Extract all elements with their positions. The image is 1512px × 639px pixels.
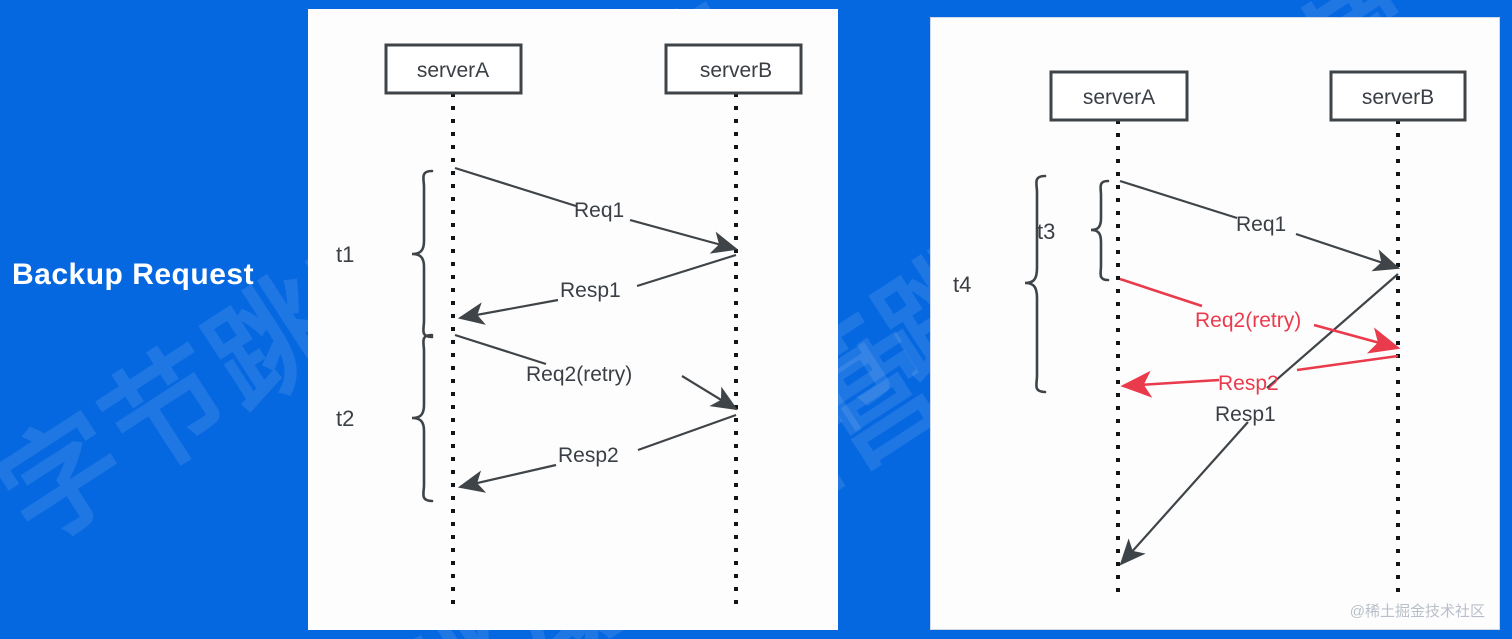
message-resp1: Resp1 [457,253,737,325]
message-label-resp1: Resp1 [560,279,621,302]
message-label-resp1: Resp1 [1215,403,1276,426]
bracket-label-t4: t4 [953,272,971,297]
participant-box-serverB[interactable] [664,43,803,95]
message-resp2: Resp2 [1120,354,1399,398]
credit-watermark: @稀土掘金技术社区 [1349,603,1485,620]
participant-label-serverA: serverA [417,59,489,82]
diagram-panel-with-backup-request: serverA serverB t4 t3 Req1 Resp1 [930,17,1500,630]
message-resp2: Resp2 [457,413,737,493]
bracket-t2: t2 [336,333,434,503]
sequence-diagram-right: serverA serverB t4 t3 Req1 Resp1 [953,70,1467,596]
message-label-req2-retry: Req2(retry) [526,363,632,386]
bracket-t3: t3 [1037,179,1110,282]
participant-box-serverA[interactable] [384,43,523,95]
bracket-label-t1: t1 [336,242,354,267]
message-req2-retry: Req2(retry) [454,333,738,411]
participant-box-serverB[interactable] [1329,70,1467,122]
message-label-req2-retry: Req2(retry) [1195,309,1301,332]
message-label-req1: Req1 [1236,213,1286,236]
sequence-diagram-left: serverA serverB t1 t2 Req1 Resp1 [336,43,803,609]
participant-label-serverB: serverB [1362,86,1434,109]
message-req1: Req1 [454,166,739,254]
message-label-req1: Req1 [574,199,624,222]
bracket-t4: t4 [953,174,1047,394]
message-label-resp2: Resp2 [1218,372,1279,395]
message-req2-retry: Req2(retry) [1119,277,1401,354]
participant-label-serverB: serverB [700,59,772,82]
bracket-t1: t1 [336,169,434,339]
message-req1: Req1 [1119,179,1401,272]
bracket-label-t3: t3 [1037,219,1055,244]
page-title: Backup Request [12,258,255,291]
diagram-panel-without-backup-request: serverA serverB t1 t2 Req1 Resp1 [308,9,838,630]
participant-label-serverA: serverA [1083,86,1155,109]
bracket-label-t2: t2 [336,406,354,431]
message-label-resp2: Resp2 [558,444,619,467]
participant-box-serverA[interactable] [1049,70,1189,122]
